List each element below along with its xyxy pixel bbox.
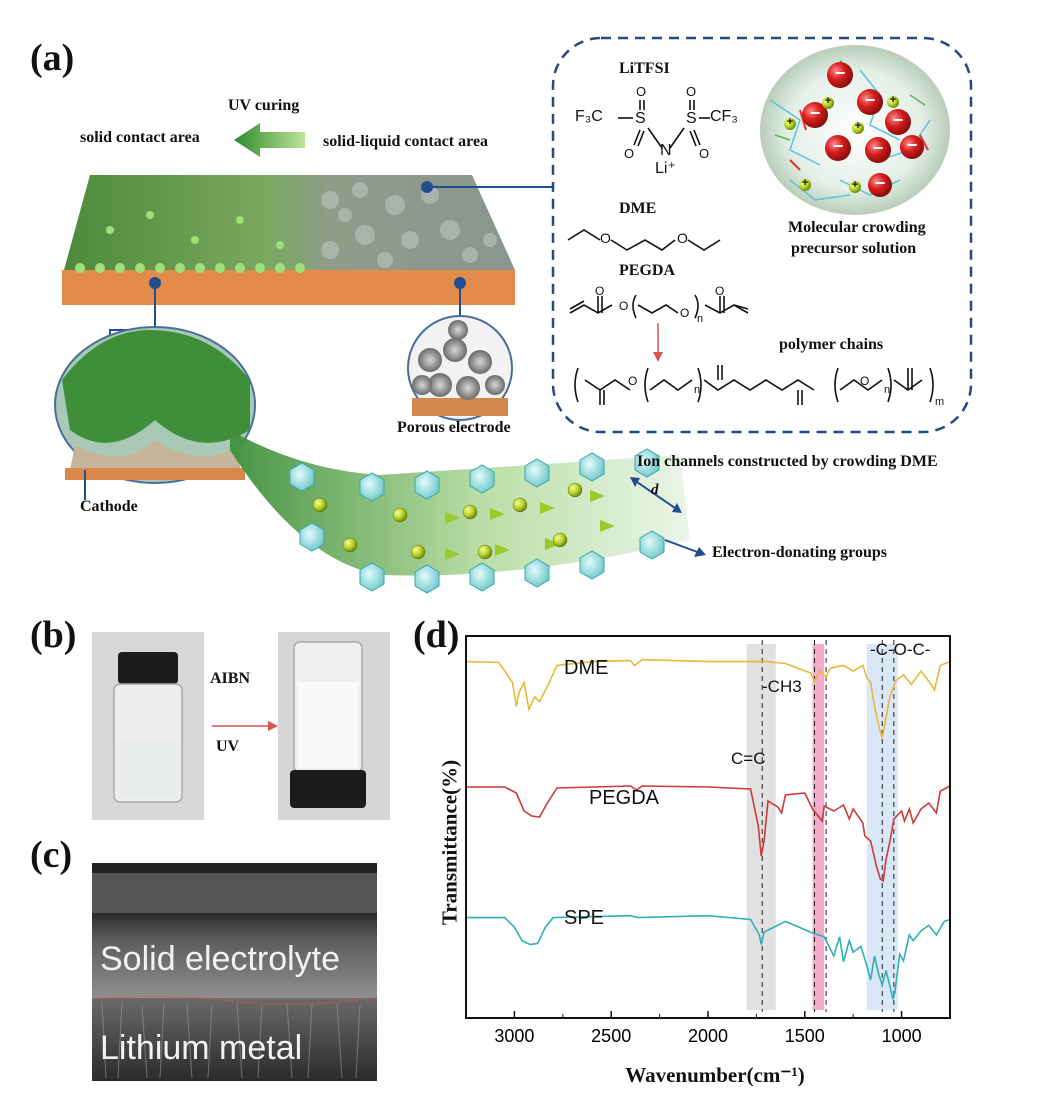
chemistry-box: [551, 36, 973, 434]
anion-sign: −: [874, 173, 886, 193]
cation-sign: +: [786, 116, 794, 128]
ftir-chart: 3000 2500 2000 1500 1000: [465, 635, 951, 1046]
polymer-chains-label: polymer chains: [779, 336, 884, 353]
electron-donating-label: Electron-donating groups: [712, 544, 887, 561]
chem-s-left: S: [635, 110, 646, 127]
chem-s-right: S: [686, 110, 697, 127]
electron-pointer: [664, 539, 701, 554]
chem-o: O: [595, 284, 605, 298]
chem-f3c: F₃C: [575, 108, 603, 125]
annotation-cc: C=C: [731, 749, 766, 768]
panel-label-d: (d): [413, 614, 460, 656]
anions: [802, 62, 924, 197]
anion-sign: −: [892, 110, 904, 130]
series-label-dme: DME: [564, 657, 609, 679]
chem-m-sub: m: [935, 396, 945, 408]
porous-electrode-label: Porous electrode: [397, 419, 511, 436]
cation-sign: +: [824, 95, 832, 107]
sem-image: [92, 863, 377, 1081]
cation-sign: +: [801, 177, 809, 189]
anion-sign: −: [872, 138, 884, 158]
pegda-label: PEGDA: [619, 262, 675, 279]
solid-contact-label: solid contact area: [80, 129, 200, 146]
chem-o: O: [715, 284, 725, 298]
x-tick-label: 2000: [688, 1026, 728, 1046]
electrode-substrate: [62, 270, 515, 305]
panel-label-b: (b): [30, 614, 77, 656]
y-axis-label: Transmittance(%): [437, 759, 462, 926]
aibn-label: AIBN: [210, 670, 251, 687]
chem-cf3: CF₃: [710, 108, 738, 125]
channel-cations: [312, 482, 583, 560]
x-axis-label: Wavenumber(cm⁻¹): [625, 1063, 805, 1087]
chem-n-sub: n: [694, 384, 701, 396]
precursor-solution-label: precursor solution: [791, 240, 917, 257]
uv-label: UV: [216, 738, 240, 755]
porous-texture: [321, 182, 497, 268]
chem-o: O: [600, 230, 611, 246]
litfsi-label: LiTFSI: [619, 60, 670, 77]
panel-label-a: (a): [30, 37, 75, 79]
chem-o: O: [624, 146, 635, 161]
sem-top-label: Solid electrolyte: [100, 940, 341, 978]
series-label-pegda: PEGDA: [589, 787, 660, 809]
schematic-figure: [54, 36, 973, 594]
x-tick-label: 1500: [785, 1026, 825, 1046]
vial-cap-1: [118, 652, 178, 684]
anion-sign: −: [906, 135, 918, 155]
chem-n: N: [660, 142, 672, 159]
x-tick-label: 3000: [494, 1026, 534, 1046]
sem-bottom-label: Lithium metal: [100, 1029, 303, 1067]
porous-electrode-bubble: [407, 315, 513, 421]
cathode-particles: [75, 211, 305, 273]
chem-o: O: [860, 374, 870, 388]
dme-label: DME: [619, 200, 657, 217]
chemical-structures: [567, 100, 934, 405]
highlight-band: [746, 644, 776, 1010]
anion-sign: −: [809, 103, 821, 123]
distance-marker: [633, 479, 679, 511]
panel-label-c: (c): [30, 834, 73, 876]
chem-o: O: [680, 306, 690, 320]
distance-label: d: [651, 482, 659, 498]
chem-o: O: [699, 146, 710, 161]
molecular-crowding-label: Molecular crowding: [788, 219, 926, 236]
chem-o: O: [686, 84, 697, 99]
cation-sign: +: [889, 94, 897, 106]
vial-cap-2: [290, 770, 366, 808]
series-line-dme: [465, 658, 951, 738]
uv-curing-arrow: [234, 123, 305, 157]
series-label-spe: SPE: [564, 907, 605, 929]
cation-sign: +: [854, 120, 862, 132]
chem-o: O: [619, 299, 629, 313]
x-tick-label: 2500: [591, 1026, 631, 1046]
cations: [784, 96, 899, 193]
uv-curing-label: UV curing: [228, 97, 300, 114]
chem-n-sub: n: [884, 384, 891, 396]
chem-o: O: [677, 230, 688, 246]
cathode-label: Cathode: [80, 498, 138, 515]
ion-channel-band: [230, 430, 690, 576]
channel-arrows: [445, 490, 615, 560]
cation-sign: +: [851, 179, 859, 191]
annotation-coc: -C-O-C-: [870, 640, 931, 659]
cathode-bubble: [54, 326, 256, 484]
ion-channels-label: Ion channels constructed by crowding DME: [637, 453, 938, 470]
chem-li: Li⁺: [655, 160, 676, 177]
anion-sign: −: [832, 136, 844, 156]
highlight-band: [812, 644, 825, 1010]
series-line-spe: [466, 914, 951, 1000]
crowding-ions: [784, 62, 924, 197]
x-tick-label: 1000: [882, 1026, 922, 1046]
chem-n-sub: n: [697, 313, 704, 325]
chem-o: O: [636, 84, 647, 99]
anion-sign: −: [834, 63, 846, 83]
vial-photos: [92, 632, 390, 820]
anion-sign: −: [864, 90, 876, 110]
channel-hexagons: [289, 448, 665, 594]
series-line-pegda: [466, 785, 951, 883]
solid-liquid-label: solid-liquid contact area: [323, 133, 489, 150]
chem-o: O: [628, 374, 638, 388]
annotation-ch3: -CH3: [762, 677, 802, 696]
